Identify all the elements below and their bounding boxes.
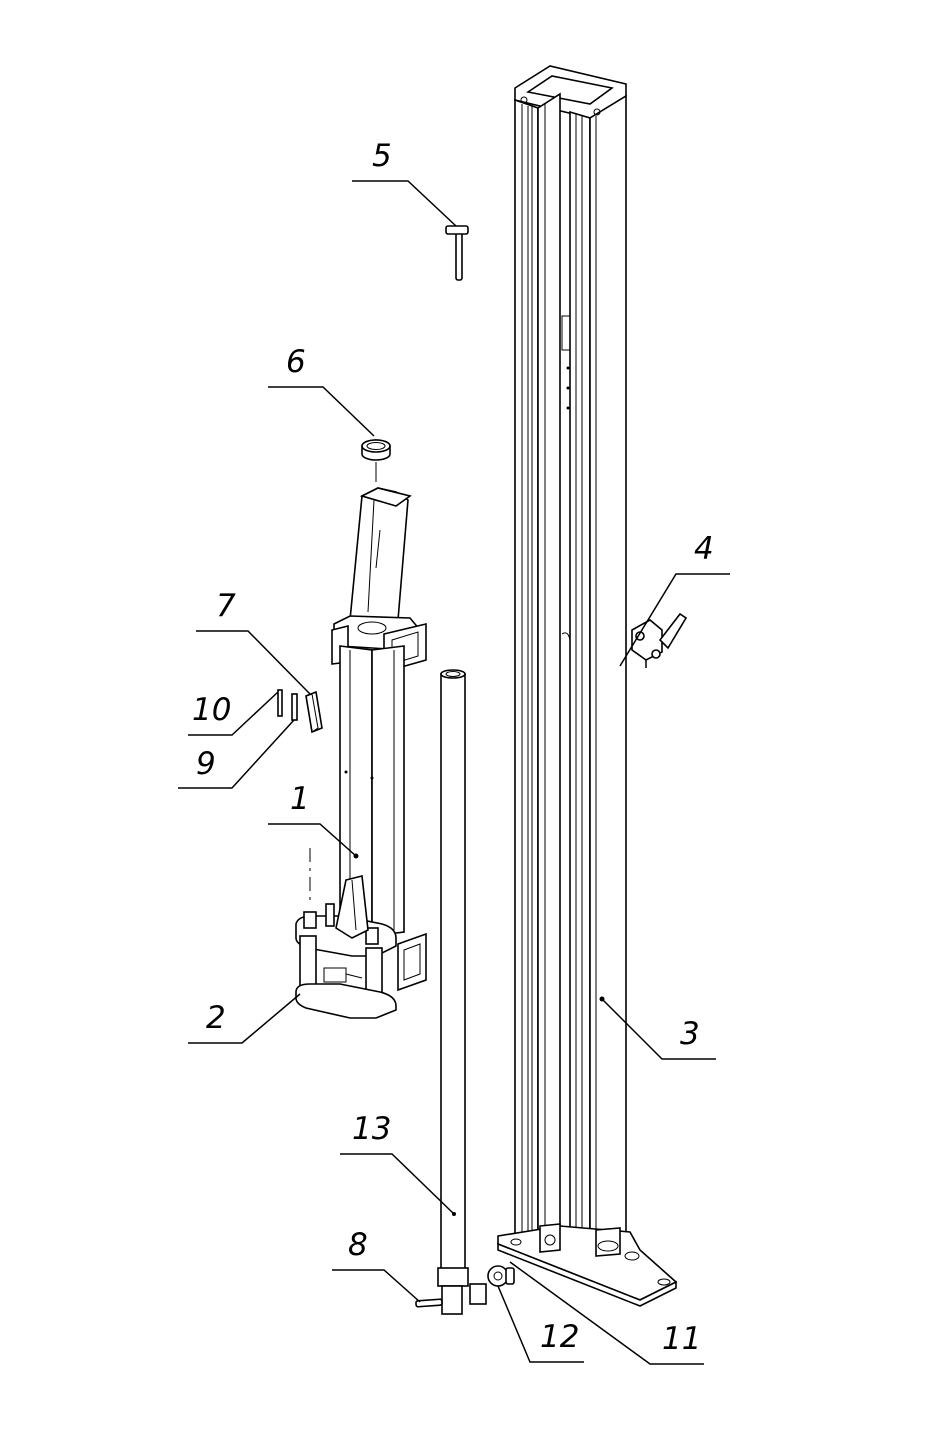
part-4-clamp xyxy=(631,612,688,668)
part-8-pin xyxy=(415,1298,443,1308)
leader-lines xyxy=(178,180,730,1365)
part-2-bracket xyxy=(295,875,397,1019)
callout-5: 5 xyxy=(372,138,392,174)
callout-7: 7 xyxy=(216,588,236,624)
part-10-strip xyxy=(277,689,283,717)
callout-12: 12 xyxy=(540,1319,579,1355)
part-13-tube xyxy=(437,669,469,1315)
callout-13: 13 xyxy=(352,1111,391,1147)
part-7-block xyxy=(305,690,323,734)
callout-6: 6 xyxy=(286,344,306,380)
part-11-base-plate xyxy=(497,1223,678,1307)
part-5-pin xyxy=(445,225,469,281)
callout-4: 4 xyxy=(694,531,714,567)
callout-11: 11 xyxy=(662,1321,701,1357)
part-3-column xyxy=(514,65,627,1262)
part-12-roller xyxy=(469,1265,515,1305)
callout-9: 9 xyxy=(196,746,216,782)
callout-labels: 5 6 7 10 9 1 2 3 4 13 8 12 11 xyxy=(192,138,714,1357)
callout-3: 3 xyxy=(680,1016,700,1052)
callout-1: 1 xyxy=(290,781,310,817)
callout-8: 8 xyxy=(348,1227,368,1263)
part-6-ring xyxy=(361,439,391,482)
part-9-strip xyxy=(291,693,298,721)
part-1-carriage xyxy=(331,487,427,992)
callout-2: 2 xyxy=(206,1000,226,1036)
callout-10: 10 xyxy=(192,692,231,728)
